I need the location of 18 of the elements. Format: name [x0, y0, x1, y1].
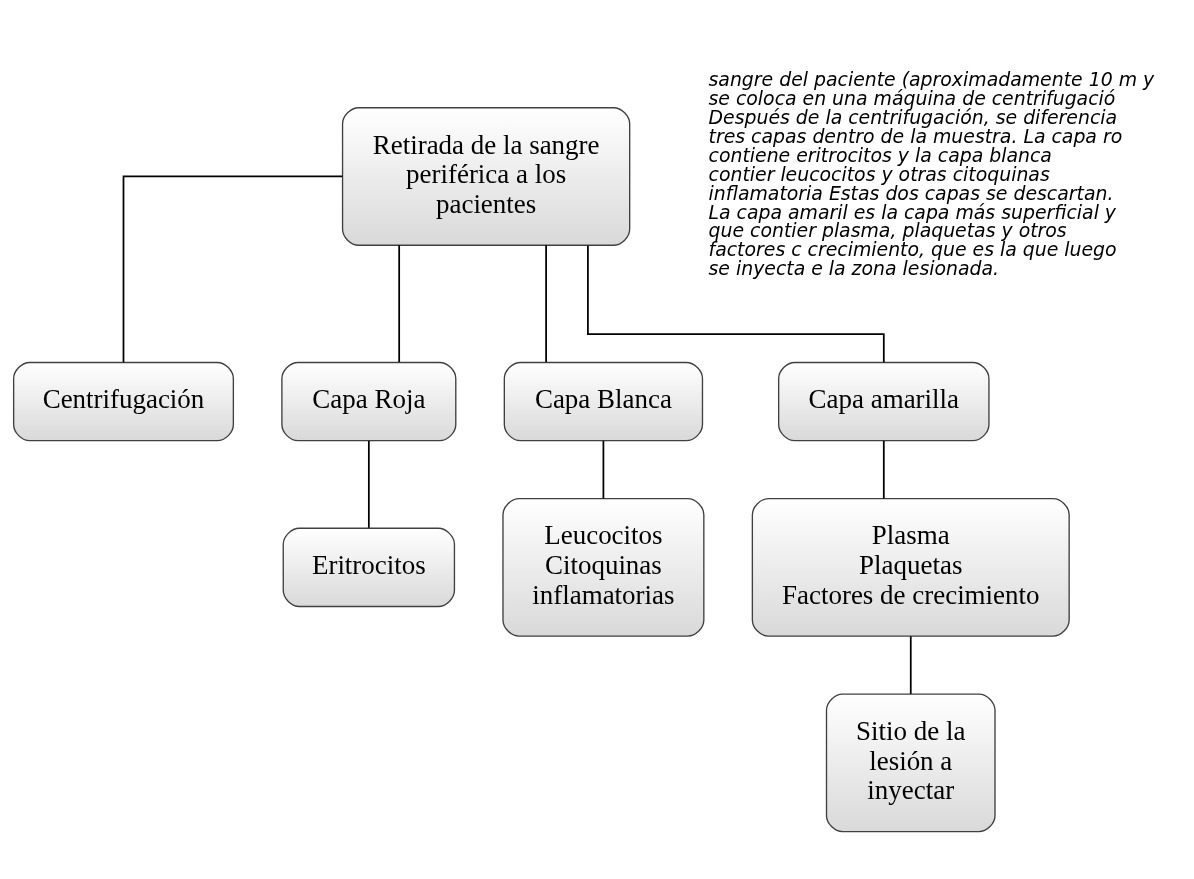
node-box: Sitio de la lesión a inyectar	[825, 692, 996, 832]
connector	[545, 243, 547, 363]
node-box: Retirada de la sangre periférica a los pacientes	[341, 106, 631, 246]
node-box: Capa amarilla	[777, 361, 990, 441]
connector	[398, 243, 401, 363]
node-box: Leucocitos Citoquinas inflamatorias	[502, 497, 705, 637]
connector	[602, 439, 605, 499]
connector	[367, 439, 370, 529]
connector	[587, 244, 885, 363]
label: sangre del paciente (aproximadamente 10 m y se coloca en una máquina de centrifugació Después de la centrifugación, se diferencia tres capas dentro de la muestra. La capa ro contiene eritrocitos y la capa blanca contier leucocitos y otras citoquinas inflamatoria Estas dos capas se descartan. La capa amaril es la capa más superficial y que contier plasma, plaquetas y otros factores c crecimiento, que es la que luego se inyecta e la zona lesionada.	[708, 67, 1155, 279]
node-box: Capa Roja	[281, 361, 457, 441]
node-box: Eritrocitos	[282, 527, 456, 607]
node-box: Capa Blanca	[503, 361, 704, 441]
node-box: Centrifugación	[12, 361, 235, 441]
connector	[909, 634, 912, 695]
node-box: Plasma Plaquetas Factores de crecimiento	[751, 497, 1070, 637]
connector	[122, 175, 344, 363]
connector	[882, 439, 885, 499]
